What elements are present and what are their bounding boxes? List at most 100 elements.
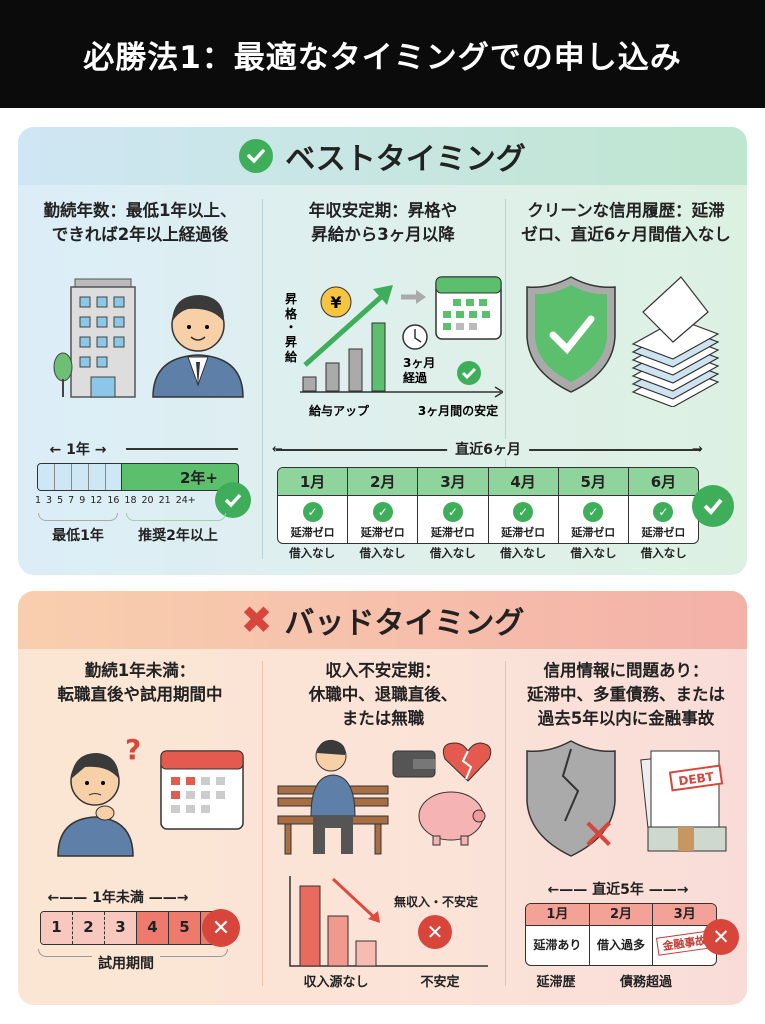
tick-label: 7 (68, 495, 75, 506)
month-notes: 借入なし借入なし借入なし借入なし借入なし借入なし (277, 545, 699, 561)
probation-cell: 5 (169, 912, 201, 944)
bar (299, 885, 321, 967)
tenure-bar: 2年+ (37, 463, 239, 491)
check-circle-icon: ✓ (302, 502, 323, 522)
month-cell: 1月 ✓ 延滞ゼロ (278, 468, 348, 543)
x-circle-icon: ✕ (202, 909, 240, 947)
yen-coin-icon: ¥ (320, 286, 352, 318)
month-cell: 3月✓延滞ゼロ (417, 468, 488, 543)
history-cell: 3月金融事故 (652, 904, 716, 965)
axes (289, 876, 488, 967)
check-circle-icon: ✓ (653, 502, 674, 522)
arrow-right-icon: → (692, 442, 703, 457)
month-label: 6月 (628, 468, 698, 496)
check-circle-icon (239, 139, 274, 173)
svg-text:昇: 昇 (285, 335, 297, 349)
x-circle-icon: ✕ (418, 915, 452, 949)
bar (325, 362, 340, 392)
short-tenure-heading: 勤続1年未満：転職直後や試用期間中 (57, 661, 223, 704)
status-label: 延滞ゼロ (641, 526, 686, 539)
unemployed-illustration (277, 739, 492, 855)
note-label: 借入なし (429, 546, 476, 560)
status-label: 延滞ゼロ (430, 526, 475, 539)
credit-problem-illustration: ✕ DEBT (526, 740, 727, 859)
bar (302, 376, 317, 392)
status-label: 延滞ゼロ (571, 526, 616, 539)
svg-text:給与アップ: 給与アップ (309, 403, 370, 418)
broken-heart-icon (442, 742, 492, 782)
note-label: 借入なし (359, 546, 406, 560)
bar (327, 915, 349, 967)
credit-heading: クリーンな信用履歴：延滞ゼロ、直近6ヶ月間借入なし (521, 201, 731, 244)
x-mark-icon: ✕ (581, 810, 616, 859)
month-label: 1月 (278, 468, 348, 496)
question-mark-icon: ? (125, 733, 141, 766)
history-span-label: ←—— 直近5年 ——→ (547, 882, 689, 898)
month-cell: 6月 ✓ 延滞ゼロ (627, 468, 698, 543)
divider (505, 661, 506, 986)
tick-label: 16 (107, 495, 120, 506)
check-circle-icon (215, 482, 251, 518)
brace (38, 513, 118, 521)
month-cell: 2月 ✓ 延滞ゼロ (347, 468, 418, 543)
x-circle-icon: ✕ (703, 919, 739, 955)
svg-text:給: 給 (285, 349, 298, 364)
clean-credit-illustration (526, 276, 720, 407)
svg-text:経過: 経過 (403, 370, 428, 385)
tree-icon (53, 352, 73, 397)
status-label: 延滞ゼロ (290, 526, 335, 539)
x-label-right: 不安定 (420, 975, 460, 990)
credit-issue-heading: 信用情報に問題あり：延滞中、多重債務、または過去5年以内に金融事故 (527, 661, 725, 728)
best-timing-panel: ベストタイミング 勤続年数：最低1年以上、できれば2年以上経過後 年収安定期：昇… (18, 127, 747, 575)
cracked-shield-icon (526, 740, 616, 857)
bar-label: 2年+ (179, 469, 218, 487)
income-decline-chart (289, 876, 488, 967)
income-heading: 年収安定期：昇格や昇給から3ヶ月以降 (308, 201, 458, 244)
status-label: 借入過多 (597, 938, 646, 952)
probation-cell: 4 (137, 912, 169, 944)
check-circle-icon: ✓ (372, 502, 393, 522)
svg-text:・: ・ (285, 320, 297, 334)
month-label: 1月 (526, 904, 589, 926)
bar (371, 322, 386, 392)
note-label: 借入なし (500, 546, 547, 560)
chart-note: 無収入・不安定 (393, 895, 479, 909)
probation-cell: 3 (105, 912, 137, 944)
note-label: 借入なし (289, 546, 336, 560)
clock-icon (402, 324, 428, 350)
building-icon (70, 278, 136, 398)
status-label: 延滞ゼロ (501, 526, 546, 539)
check-circle-icon (457, 361, 481, 385)
svg-text:3ヶ月: 3ヶ月 (403, 356, 435, 370)
x-mark-icon: ✖ (240, 598, 273, 642)
month-label: 3月 (653, 904, 716, 926)
month-label: 2月 (589, 904, 653, 926)
month-cell: 4月✓延滞ゼロ (487, 468, 558, 543)
divider (505, 199, 506, 559)
debt-document-icon: DEBT (640, 750, 727, 852)
svg-text:3ヶ月間の安定: 3ヶ月間の安定 (418, 403, 498, 418)
title-text: ベストタイミング (285, 142, 526, 177)
office-worker-illustration (53, 278, 244, 398)
best-timing-title: ベストタイミング (18, 127, 747, 185)
probation-span-label: ←—— 1年未満 ——→ (47, 890, 189, 906)
arrow-left-icon: ← (272, 442, 283, 457)
unstable-income-heading: 収入不安定期：休職中、退職直後、または無職 (308, 661, 458, 728)
months-span-label: 直近6ヶ月 (447, 439, 529, 459)
calendar-icon (435, 276, 502, 340)
month-label: 5月 (558, 468, 628, 496)
x-label-left: 収入源なし (303, 975, 369, 990)
check-circle-icon: ✓ (583, 502, 604, 522)
svg-text:DEBT: DEBT (678, 769, 716, 788)
tick-label: 3 (46, 495, 53, 506)
growth-arrow (303, 295, 383, 367)
status-label: 延滞ゼロ (360, 526, 405, 539)
divider (262, 661, 263, 986)
history-cell: 1月延滞あり (526, 904, 589, 965)
month-label: 2月 (348, 468, 418, 496)
brace (126, 513, 226, 521)
tick-label: 5 (57, 495, 64, 506)
note-label: 借入なし (570, 546, 617, 560)
tenure-span-label: ← 1年 → (49, 442, 107, 458)
